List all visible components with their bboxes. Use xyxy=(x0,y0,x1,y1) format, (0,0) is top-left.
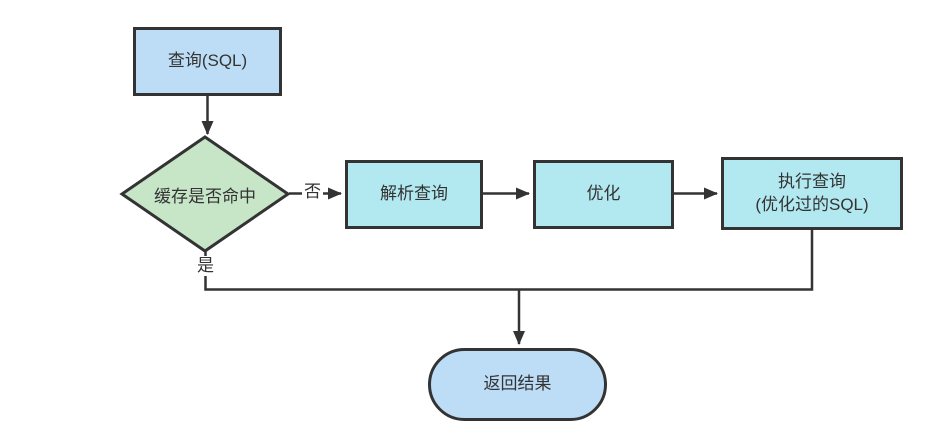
node-optimize: 优化 xyxy=(533,160,674,229)
node-query: 查询(SQL) xyxy=(133,27,282,96)
node-parse-label: 解析查询 xyxy=(380,184,448,204)
node-query-label: 查询(SQL) xyxy=(167,51,248,71)
edge-label-no: 否 xyxy=(302,182,323,203)
node-result-label: 返回结果 xyxy=(483,374,552,394)
node-execute: 执行查询 (优化过的SQL) xyxy=(721,157,903,230)
node-result: 返回结果 xyxy=(428,348,607,421)
node-parse: 解析查询 xyxy=(345,160,483,229)
node-cache-check: 缓存是否命中 xyxy=(119,135,291,253)
node-cache-check-label: 缓存是否命中 xyxy=(154,186,256,206)
node-optimize-label: 优化 xyxy=(586,184,621,204)
edge-merge-path xyxy=(204,230,814,291)
decision-diamond-shape xyxy=(119,135,291,253)
node-execute-label: 执行查询 (优化过的SQL) xyxy=(755,171,869,214)
edge-label-yes: 是 xyxy=(195,256,216,277)
